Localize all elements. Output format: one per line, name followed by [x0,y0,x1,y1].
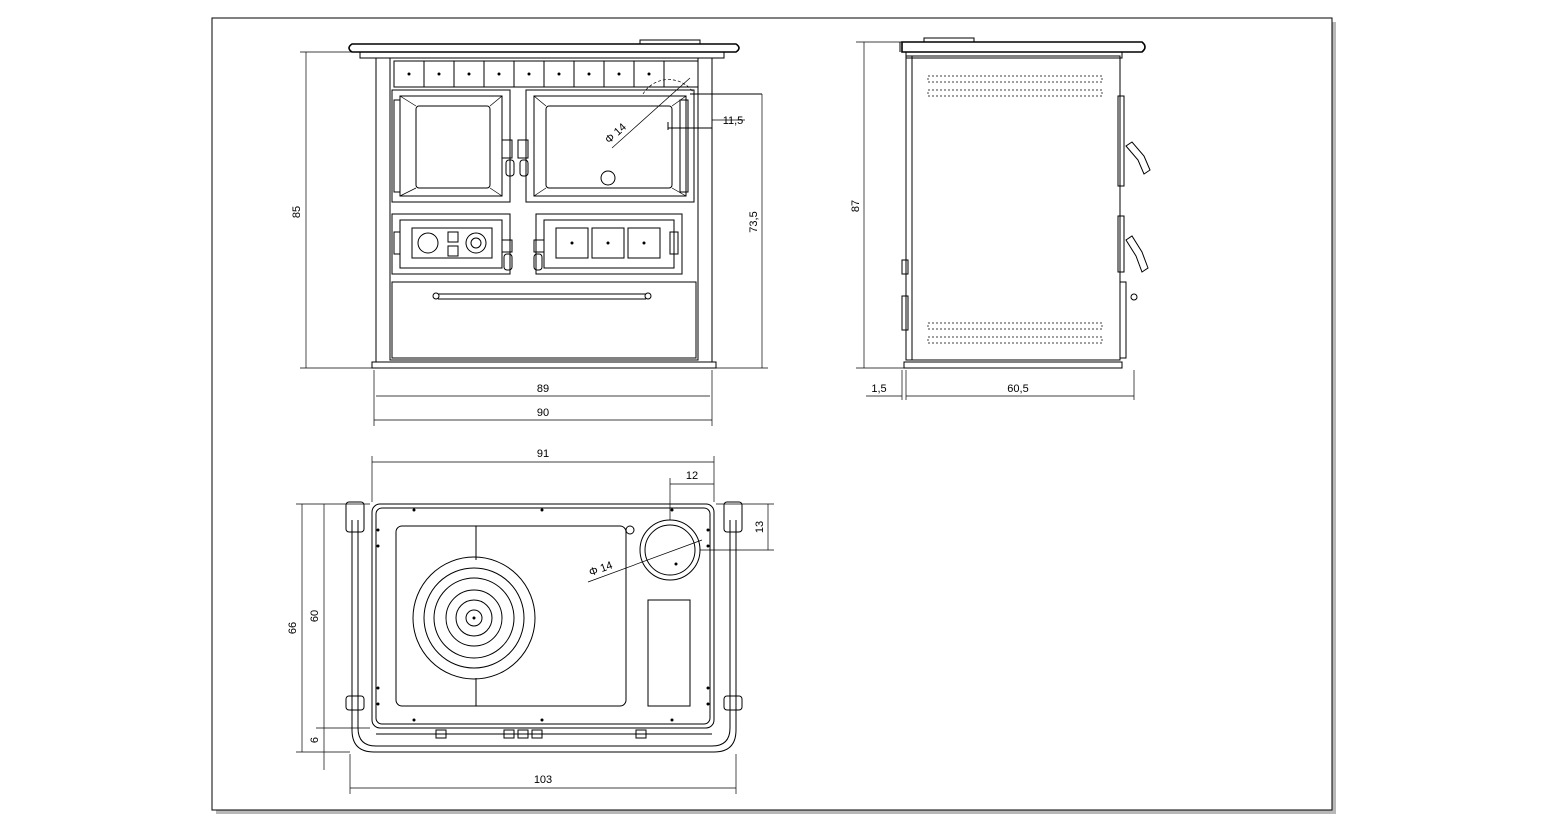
front-width-inner: 89 [537,383,549,395]
front-width-outer: 90 [537,407,549,419]
vent-slots-bottom [927,322,1103,344]
sheet-border [211,17,1333,811]
side-dimensions [856,41,1135,400]
side-height-total: 87 [850,200,862,212]
firebox-door [391,89,515,203]
top-depth-rail: 6 [309,737,321,743]
top-flue-offset-x: 12 [686,470,698,482]
top-depth-total: 66 [287,622,299,634]
front-dimensions [300,51,768,426]
flue-marker-front [611,77,762,149]
top-view: 91 12 13 Φ 14 66 60 6 103 [287,448,774,794]
top-flue-offset-y: 13 [754,521,766,533]
ash-drawer [391,213,513,275]
top-width-rail: 103 [534,774,552,786]
side-view: 87 1,5 60,5 [850,37,1151,400]
front-height-oven: 73,5 [748,211,760,232]
top-depth-surface: 60 [309,610,321,622]
top-dimensions [296,456,774,794]
tile-row [393,60,699,88]
vent-slots-top [927,75,1103,97]
side-depth: 60,5 [1007,383,1028,395]
front-height-total: 85 [291,206,303,218]
storage-drawer [391,281,697,359]
side-depth-offset: 1,5 [871,383,886,395]
front-flue-offset: 11,5 [723,115,744,127]
hotplate-rings [412,556,536,680]
top-width: 91 [537,448,549,460]
warming-compartment [533,213,683,275]
oven-door [517,89,695,203]
